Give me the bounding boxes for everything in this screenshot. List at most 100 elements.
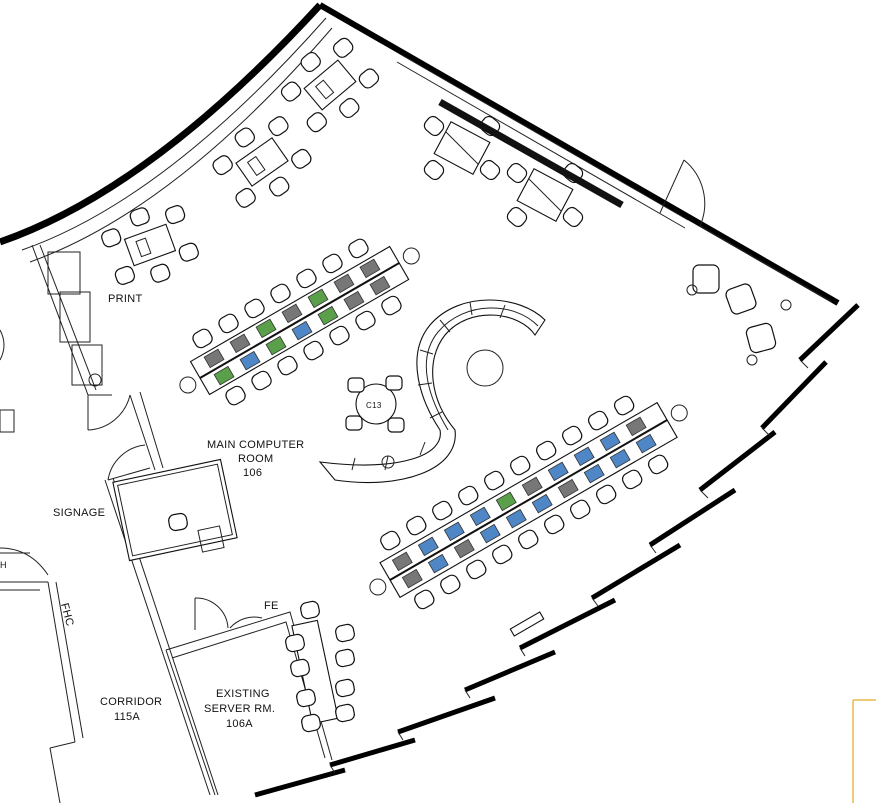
chair-icon bbox=[544, 514, 565, 535]
chair-icon bbox=[212, 155, 233, 176]
chair-icon bbox=[570, 499, 591, 520]
chair-icon bbox=[114, 265, 135, 285]
chair-icon bbox=[432, 500, 453, 521]
chair-icon bbox=[335, 678, 355, 698]
computer-icon bbox=[531, 493, 553, 514]
stepped-exterior-wall bbox=[254, 303, 860, 798]
furniture-layer bbox=[101, 37, 688, 733]
corridor-label: CORRIDOR bbox=[100, 696, 162, 708]
computer-icon bbox=[359, 258, 381, 279]
chair-icon bbox=[268, 116, 289, 137]
chair-icon bbox=[348, 238, 369, 259]
server-room-number: 106A bbox=[226, 718, 253, 730]
chair-icon bbox=[303, 340, 324, 361]
computer-icon bbox=[417, 536, 439, 557]
corner-mark-label: H bbox=[0, 560, 7, 570]
chair-icon bbox=[300, 600, 320, 620]
server-room-label-line1: EXISTING bbox=[216, 688, 270, 700]
computer-icon bbox=[333, 273, 355, 294]
chair-icon bbox=[510, 455, 531, 476]
signage-label: SIGNAGE bbox=[53, 507, 105, 519]
chair-icon bbox=[165, 205, 186, 225]
computer-icon bbox=[547, 461, 569, 482]
chair-icon bbox=[406, 515, 427, 536]
chair-icon bbox=[335, 703, 355, 723]
computer-icon bbox=[557, 478, 579, 499]
computer-icon bbox=[246, 155, 266, 177]
chair-icon bbox=[670, 404, 688, 422]
computer-icon bbox=[343, 290, 365, 311]
chair-icon bbox=[296, 268, 317, 289]
desk-icon bbox=[509, 611, 545, 637]
chair-icon bbox=[306, 112, 327, 133]
chair-icon bbox=[225, 385, 246, 406]
chair-icon bbox=[355, 310, 376, 331]
chair-icon bbox=[179, 376, 197, 394]
chair-icon bbox=[168, 512, 188, 532]
chair-icon bbox=[335, 648, 355, 668]
computer-icon bbox=[213, 365, 235, 386]
chair-icon bbox=[423, 159, 445, 181]
lounge-table-label: C13 bbox=[366, 401, 382, 410]
chair-icon bbox=[381, 295, 402, 316]
computer-icon bbox=[427, 553, 449, 574]
desk-divider bbox=[389, 419, 668, 581]
chair-icon bbox=[333, 37, 354, 58]
computer-icon bbox=[255, 318, 277, 339]
chair-icon bbox=[329, 325, 350, 346]
computer-icon bbox=[635, 433, 657, 454]
chair-icon bbox=[301, 713, 321, 733]
chair-icon bbox=[621, 469, 643, 490]
curved-exterior-wall bbox=[0, 2, 333, 263]
curved-bench bbox=[318, 299, 546, 484]
desk-divider bbox=[528, 178, 562, 212]
computer-icon bbox=[369, 275, 391, 296]
desk-icon bbox=[112, 458, 238, 562]
fhc-label: FHC bbox=[58, 602, 76, 628]
chair-icon bbox=[402, 247, 420, 265]
desk-divider bbox=[445, 131, 479, 165]
computer-icon bbox=[229, 333, 251, 354]
chair-icon bbox=[277, 355, 298, 376]
chair-icon bbox=[536, 440, 557, 461]
chair-icon bbox=[458, 485, 479, 506]
chair-icon bbox=[561, 425, 583, 446]
chair-icon bbox=[518, 529, 539, 550]
computer-icon bbox=[239, 350, 261, 371]
fe-label: FE bbox=[264, 600, 279, 612]
computer-icon bbox=[314, 79, 335, 100]
chair-icon bbox=[506, 206, 528, 228]
desk-icon bbox=[197, 525, 225, 553]
chair-icon bbox=[235, 187, 256, 208]
chair-icon bbox=[358, 68, 380, 89]
chair-icon bbox=[479, 159, 501, 181]
chair-icon bbox=[296, 688, 316, 708]
computer-icon bbox=[281, 303, 303, 324]
computer-icon bbox=[203, 348, 225, 369]
main-room-label-line1: MAIN COMPUTER bbox=[207, 439, 304, 451]
chair-icon bbox=[244, 298, 265, 319]
computer-icon bbox=[625, 416, 647, 437]
desk-icon bbox=[123, 223, 177, 267]
chair-icon bbox=[291, 148, 312, 169]
chair-icon bbox=[280, 81, 302, 102]
chair-icon bbox=[595, 484, 617, 505]
chair-icon bbox=[269, 176, 290, 197]
desk-icon bbox=[303, 59, 357, 111]
computer-icon bbox=[505, 508, 527, 529]
computer-icon bbox=[469, 506, 491, 527]
lounge-chair-icon bbox=[686, 264, 792, 366]
chair-icon bbox=[129, 207, 150, 227]
top-exterior-wall bbox=[318, 2, 840, 306]
main-room-label-line2: ROOM bbox=[238, 453, 273, 465]
chair-icon bbox=[414, 589, 435, 610]
chair-icon bbox=[150, 263, 171, 283]
computer-icon bbox=[599, 431, 621, 452]
computer-icon bbox=[573, 446, 595, 467]
computer-icon bbox=[479, 523, 501, 544]
chair-icon bbox=[178, 242, 199, 262]
computer-icon bbox=[317, 305, 339, 326]
chair-icon bbox=[290, 658, 310, 678]
chair-icon bbox=[423, 115, 445, 137]
chair-icon bbox=[101, 228, 122, 248]
